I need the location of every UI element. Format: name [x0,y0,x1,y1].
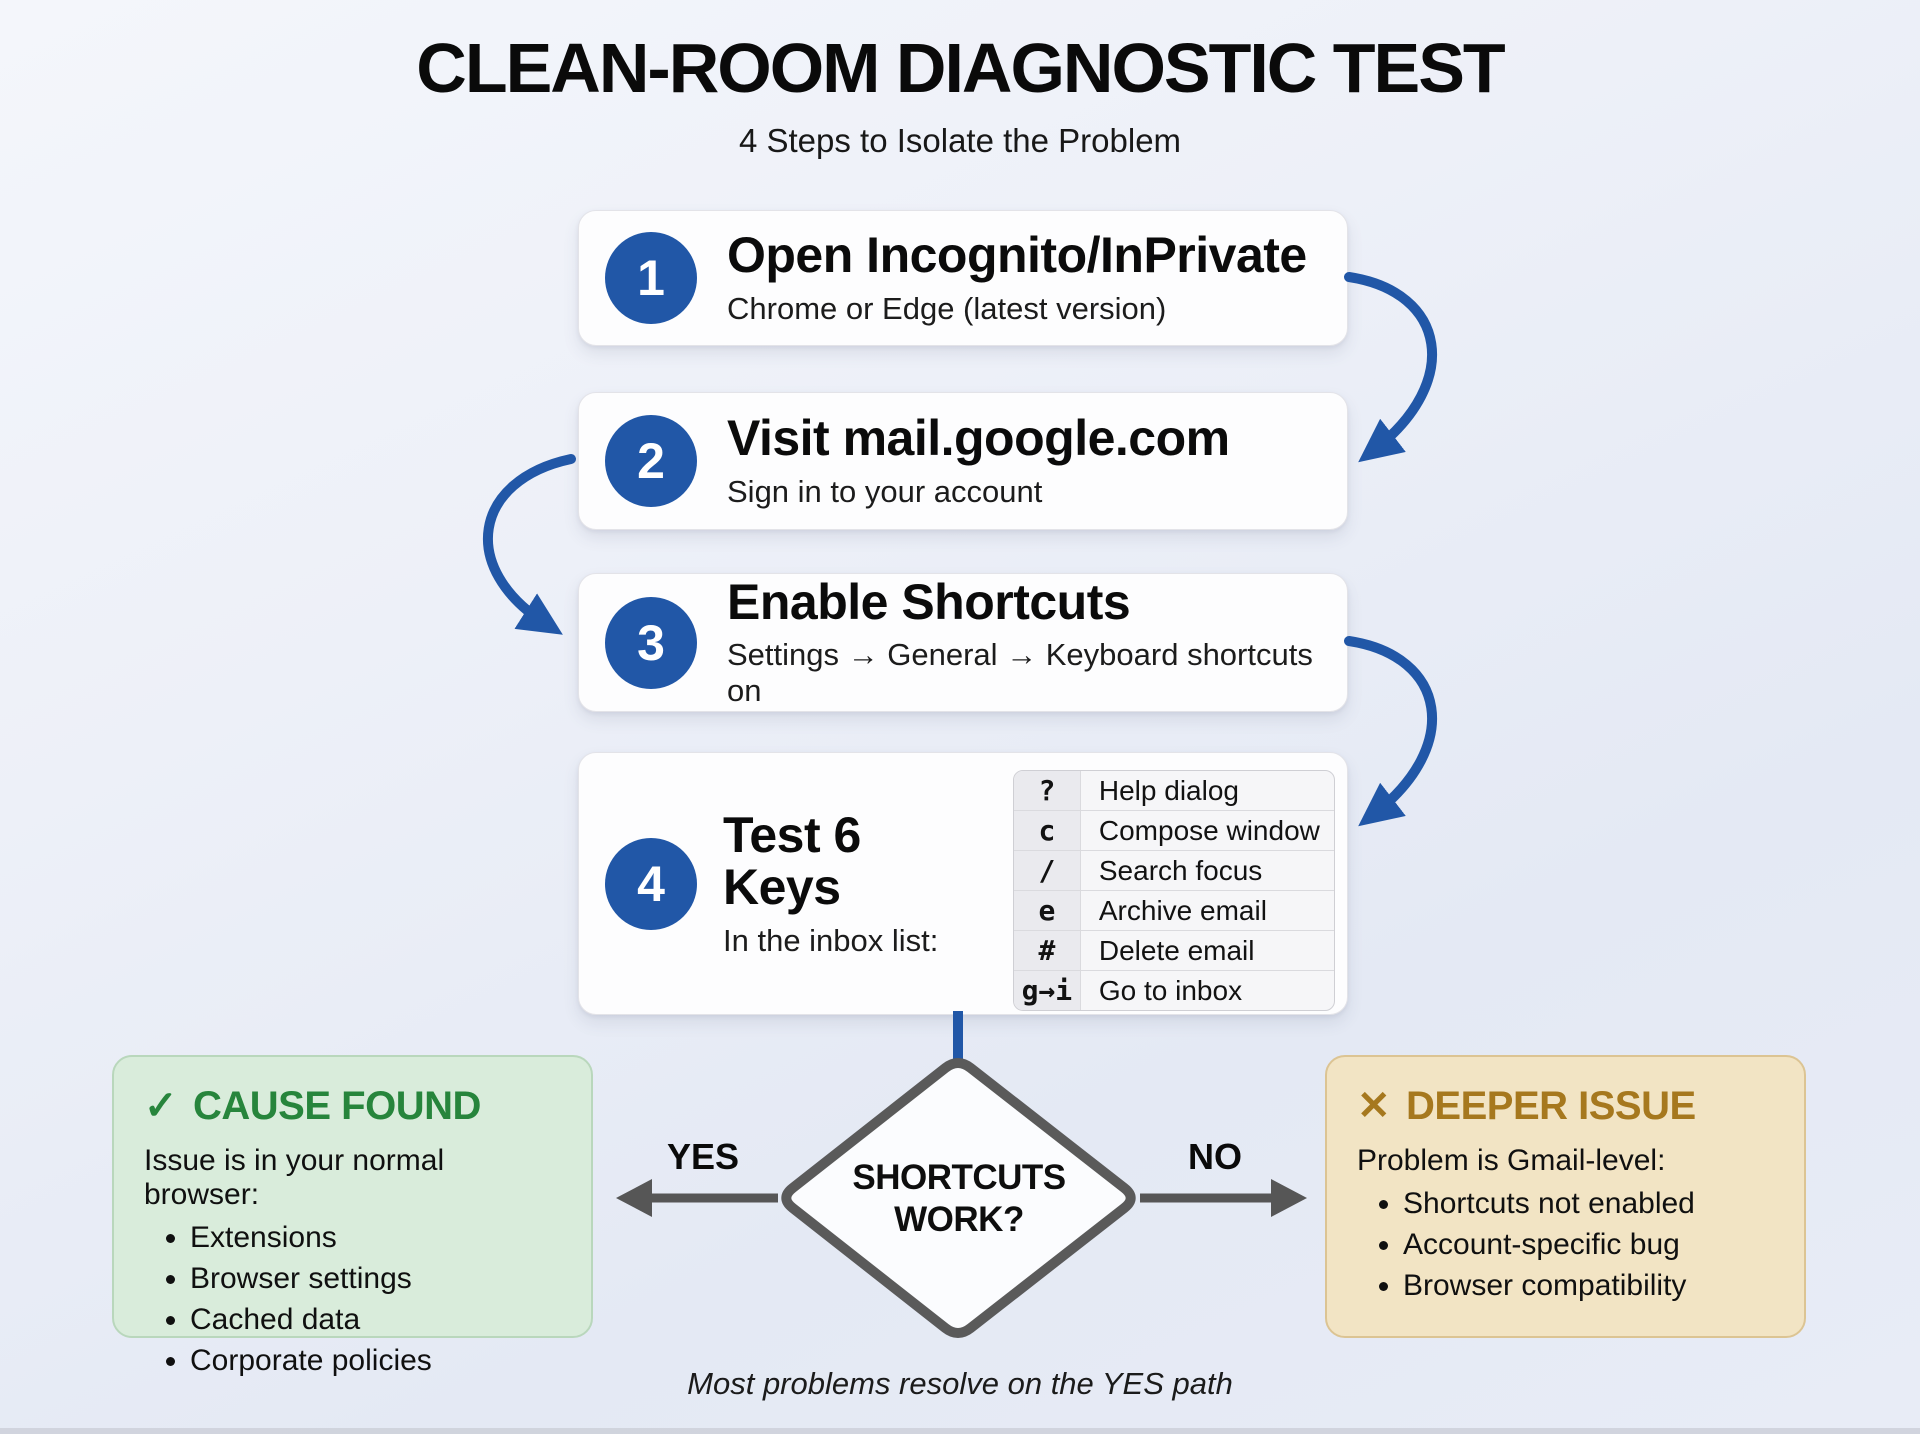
action-cell: Archive email [1080,890,1334,930]
deeper-issue-list: Shortcuts not enabled Account-specific b… [1357,1187,1774,1303]
curve-arrow-step2-step3 [482,454,576,635]
page-title: CLEAN-ROOM DIAGNOSTIC TEST [416,29,1505,107]
step-4-card: 4 Test 6 Keys In the inbox list: ? Help … [578,752,1348,1015]
step-2-card: 2 Visit mail.google.com Sign in to your … [578,392,1348,530]
step-4-text: Test 6 Keys In the inbox list: [723,806,987,959]
cross-icon: ✕ [1357,1084,1391,1128]
table-row: / Search focus [1013,850,1334,890]
cause-found-card: ✓ CAUSE FOUND Issue is in your normal br… [112,1055,593,1377]
key-cell: c [1013,810,1081,850]
action-cell: Help dialog [1098,774,1239,806]
table-row: c Compose window [1013,810,1334,850]
step-1-number-badge: 1 [605,232,697,324]
step-3-text: Enable Shortcuts Settings → General → Ke… [727,576,1347,710]
cause-found-list: Extensions Browser settings Cached data … [144,1221,561,1378]
footnote: Most problems resolve on the YES path [687,1366,1233,1401]
step-2-text: Visit mail.google.com Sign in to your ac… [727,412,1230,510]
table-row: g→i Go to inbox [1013,970,1334,1010]
key-cell: ? [1013,771,1081,810]
key-cell: # [1013,930,1081,970]
action-cell: Go to inbox [1080,970,1334,1010]
check-icon: ✓ [144,1084,178,1128]
shortcut-key-table: ? Help dialog c Compose window / Search … [1012,770,1335,1011]
key-cell: / [1013,850,1081,890]
step-3-number-badge: 3 [605,596,697,689]
deeper-issue-lead: Problem is Gmail-level: [1357,1144,1666,1177]
list-item: Browser settings [190,1262,561,1296]
page-subtitle: 4 Steps to Isolate the Problem [738,122,1182,159]
table-row: e Archive email [1013,890,1334,930]
action-cell: Search focus [1080,850,1334,890]
yes-branch-label: YES [666,1136,740,1177]
deeper-issue-card: ✕ DEEPER ISSUE Problem is Gmail-level: S… [1325,1055,1806,1338]
table-row: # Delete email [1013,930,1334,970]
cause-found-title: CAUSE FOUND [193,1083,481,1128]
step-3-subtitle: Settings → General → Keyboard shortcuts … [727,637,1313,709]
deeper-issue-heading: ✕ DEEPER ISSUE [1357,1083,1774,1129]
list-item: Extensions [190,1221,561,1255]
list-item: Corporate policies [190,1344,561,1378]
cause-found-lead: Issue is in your normal browser: [144,1144,445,1211]
list-item: Shortcuts not enabled [1403,1187,1774,1221]
step-1-subtitle: Chrome or Edge (latest version) [727,290,1167,326]
step-3-title: Enable Shortcuts [727,573,1131,630]
action-cell: Delete email [1080,930,1334,970]
decision-label: SHORTCUTS WORK? [781,1157,1137,1241]
step-2-subtitle: Sign in to your account [727,473,1043,509]
step-1-text: Open Incognito/InPrivate Chrome or Edge … [727,229,1307,327]
step-4-number-badge: 4 [605,837,697,930]
curve-arrow-step3-step4 [1344,636,1438,827]
table-row: ? Help dialog [1013,771,1334,810]
step-2-title: Visit mail.google.com [727,410,1230,467]
key-cell: e [1013,890,1081,930]
decision-label-line1: SHORTCUTS [852,1158,1066,1197]
list-item: Account-specific bug [1403,1228,1774,1262]
list-item: Browser compatibility [1403,1269,1774,1303]
deeper-issue-title: DEEPER ISSUE [1406,1083,1696,1128]
list-item: Cached data [190,1303,561,1337]
step-4-title: Test 6 Keys [723,806,861,915]
bottom-edge-divider [0,1428,1920,1434]
curve-arrow-step1-step2 [1344,272,1438,463]
decision-label-line2: WORK? [894,1200,1024,1239]
key-cell: g→i [1013,970,1081,1010]
step-3-card: 3 Enable Shortcuts Settings → General → … [578,573,1348,712]
no-branch-label: NO [1188,1136,1242,1177]
cause-found-heading: ✓ CAUSE FOUND [144,1083,561,1129]
step-1-title: Open Incognito/InPrivate [727,227,1307,284]
action-cell: Compose window [1080,810,1334,850]
step-2-number-badge: 2 [605,415,697,507]
step-4-subtitle: In the inbox list: [723,922,939,958]
step-1-card: 1 Open Incognito/InPrivate Chrome or Edg… [578,210,1348,346]
